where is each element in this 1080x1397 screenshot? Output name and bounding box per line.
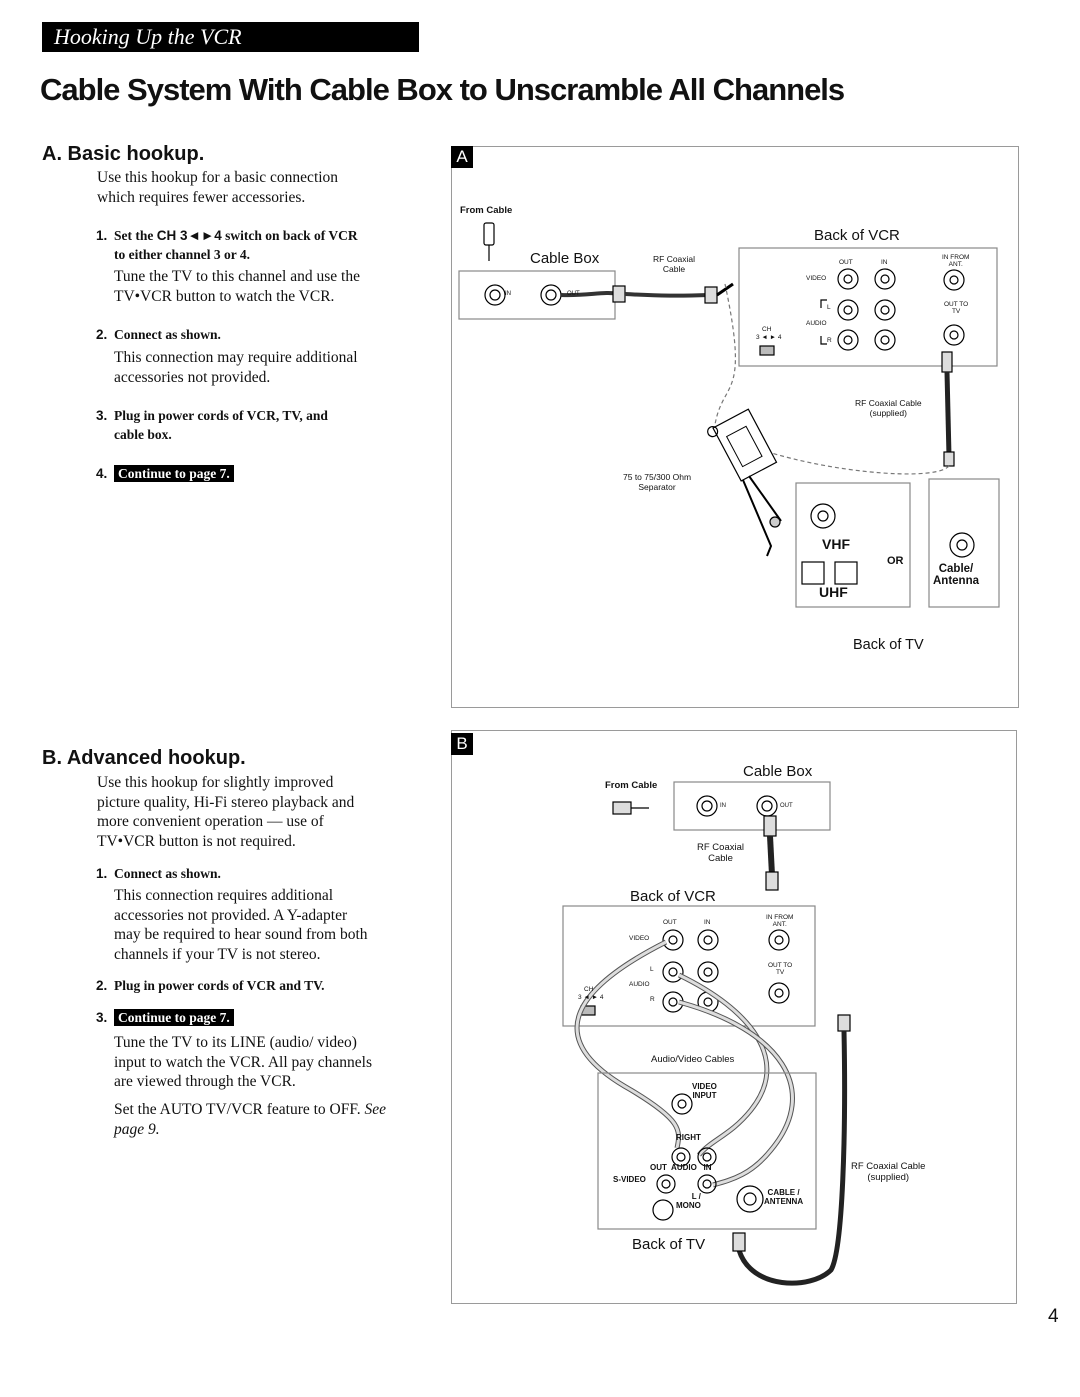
section-b-after: Tune the TV to its LINE (audio/ video) i… <box>114 1034 373 1090</box>
cable-box-in-jack <box>484 284 506 306</box>
vcr-video-in-jack <box>874 268 896 290</box>
cable-connector-icon <box>483 222 495 246</box>
section-b-intro: Use this hookup for slightly improved pi… <box>97 774 355 850</box>
cable-box-label-b: Cable Box <box>743 763 813 780</box>
vcr-ant-in-jack <box>943 269 965 291</box>
section-b-heading: B. Advanced hookup. <box>42 747 246 769</box>
section-a-step-1-body: Tune the TV to this channel and use the … <box>114 268 360 305</box>
tv-cable-antenna-jack <box>736 1185 764 1213</box>
vcr-out-to-tv-jack <box>943 324 965 346</box>
ch-switch <box>759 345 775 356</box>
section-b-step-1: 1. Connect as shown. <box>96 866 221 881</box>
section-b-auto-note: Set the AUTO TV/VCR feature to OFF. See … <box>114 1101 386 1138</box>
diagram-b <box>562 781 851 1286</box>
cable-connector-icon <box>612 801 632 815</box>
rf-supplied-label-b: RF Coaxial Cable(supplied) <box>851 1161 926 1183</box>
page-number: 4 <box>1048 1306 1059 1327</box>
tv-back-panel-alt <box>928 478 1000 608</box>
cable-box-label-a: Cable Box <box>530 250 600 267</box>
section-a-step-3: 3. Plug in power cords of VCR, TV, and c… <box>96 408 328 442</box>
av-cables-label: Audio/Video Cables <box>651 1054 735 1065</box>
cable-box-b <box>673 781 831 831</box>
section-b-step-3: 3. Continue to page 7. <box>96 1008 234 1027</box>
rf-supplied-label-a: RF Coaxial Cable(supplied) <box>855 398 922 418</box>
section-a-step-2: 2. Connect as shown. <box>96 327 221 342</box>
from-cable-label-b: From Cable <box>605 780 658 791</box>
cable-antenna-jack <box>949 532 975 558</box>
diagram-a <box>458 222 1000 608</box>
vcr-video-out-jack <box>837 268 859 290</box>
vcr-back-panel-b <box>562 905 816 1027</box>
section-tab: Hooking Up the VCR <box>42 22 419 52</box>
diagram-a-badge: A <box>451 146 473 168</box>
section-a-intro: Use this hookup for a basic connection w… <box>97 169 339 206</box>
diagram-b-panel <box>451 730 1017 1304</box>
from-cable-label-a: From Cable <box>460 205 513 216</box>
back-of-vcr-label-a: Back of VCR <box>814 227 900 244</box>
vcr-back-panel <box>738 247 998 367</box>
diagram-b-badge: B <box>451 733 473 755</box>
continue-to-page-7-link[interactable]: Continue to page 7. <box>114 465 234 482</box>
cable-box-in-jack-b <box>696 795 718 817</box>
section-a-step-2-body: This connection may require additional a… <box>114 349 358 386</box>
page-title: Cable System With Cable Box to Unscrambl… <box>40 72 845 107</box>
cable-box-out-jack <box>540 284 562 306</box>
section-a-step-4: 4. Continue to page 7. <box>96 464 234 483</box>
continue-to-page-7-link-b[interactable]: Continue to page 7. <box>114 1009 234 1026</box>
back-of-tv-label-a: Back of TV <box>853 637 924 653</box>
back-of-tv-label-b: Back of TV <box>632 1236 706 1253</box>
section-b-step-2: 2. Plug in power cords of VCR and TV. <box>96 978 325 993</box>
separator-icon <box>707 408 778 482</box>
tv-back-panel-a <box>795 482 911 608</box>
vhf-jack <box>810 503 836 529</box>
section-b-step-1-body: This connection requires additional acce… <box>114 887 368 963</box>
cable-box-out-jack-b <box>756 795 778 817</box>
section-a-step-1: 1. Set the CH 3◄►4 switch on back of VCR… <box>96 228 358 262</box>
tv-back-panel-b <box>597 1072 817 1230</box>
svideo-jack <box>652 1199 674 1221</box>
diagram-a-panel <box>451 146 1019 708</box>
back-of-vcr-label-b: Back of VCR <box>630 888 716 905</box>
section-a-heading: A. Basic hookup. <box>42 143 205 165</box>
